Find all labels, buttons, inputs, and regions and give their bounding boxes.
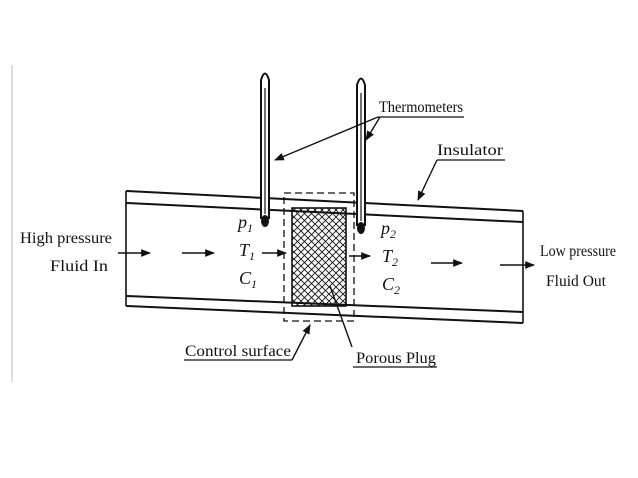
label-insulator: Insulator	[437, 142, 504, 159]
label-porous-plug: Porous Plug	[356, 350, 436, 367]
porous-plug	[291, 207, 347, 307]
leader-insulator	[417, 159, 438, 201]
pressure-1: p1	[236, 212, 253, 235]
state-left: p1 T1 C1	[236, 212, 257, 291]
temperature-2: T2	[382, 246, 398, 269]
label-control-surface: Control surface	[185, 343, 291, 360]
label-outlet-line2: Fluid Out	[546, 273, 607, 290]
leader-lines	[274, 116, 438, 361]
thermometer-left	[260, 72, 270, 227]
leader-thermometer-right	[365, 116, 381, 141]
label-outlet-line1: Low pressure	[540, 243, 616, 260]
control-surface-boundary	[283, 192, 355, 322]
pressure-2: p2	[379, 218, 396, 241]
state-right: p2 T2 C2	[379, 218, 400, 297]
pipe-outer-top	[125, 190, 524, 212]
label-inlet-line1: High pressure	[20, 230, 112, 247]
label-thermometers: Thermometers	[379, 99, 463, 116]
temperature-1: T1	[239, 240, 255, 263]
concentration-1: C1	[239, 268, 257, 291]
pipe-outer-bottom	[125, 305, 524, 324]
thermometer-right	[356, 77, 366, 234]
concentration-2: C2	[382, 274, 400, 297]
leader-control-surface	[291, 324, 311, 361]
leader-thermometer-left	[274, 116, 379, 161]
flow-arrows	[118, 249, 535, 269]
label-inlet-line2: Fluid In	[50, 258, 108, 275]
leader-porous-plug	[329, 285, 353, 348]
